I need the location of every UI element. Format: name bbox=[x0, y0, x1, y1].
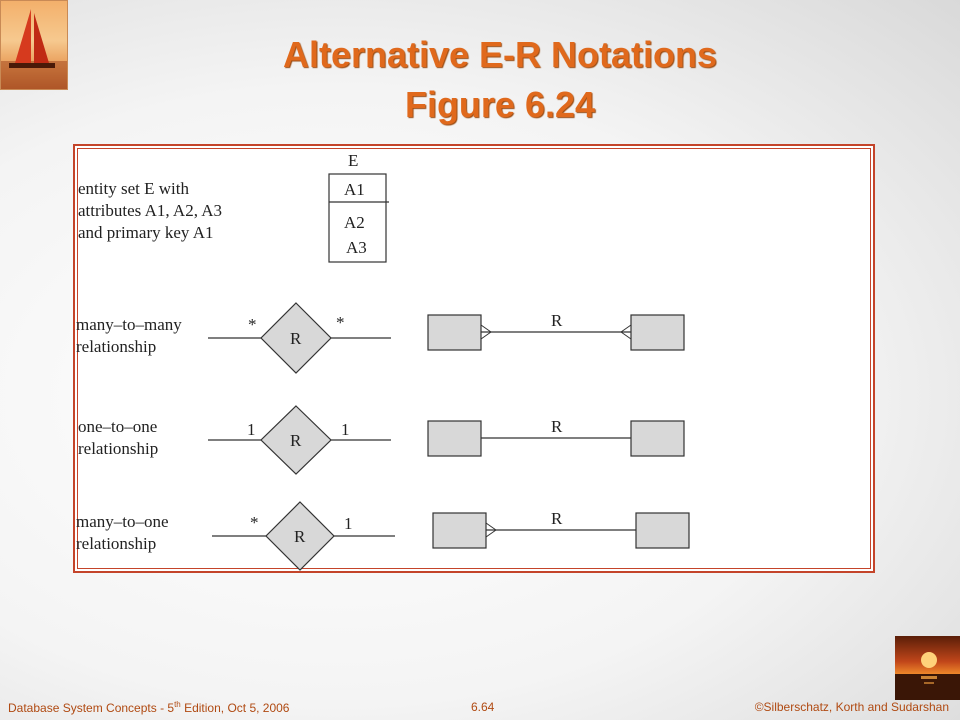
footer-book-sup: th bbox=[174, 700, 181, 709]
mo-diamond-label: R bbox=[294, 527, 306, 546]
mm-crowfoot-label: R bbox=[551, 311, 563, 330]
attribute-a2: A2 bbox=[344, 213, 365, 232]
sunset-logo-image bbox=[895, 636, 960, 700]
mm-right-cardinality: * bbox=[336, 313, 345, 332]
oo-right-cardinality: 1 bbox=[341, 420, 350, 439]
footer-page-number: 6.64 bbox=[471, 700, 495, 714]
many-to-one-label-1: many–to–one bbox=[76, 512, 169, 531]
mo-left-crowfoot bbox=[485, 522, 497, 538]
attribute-a3: A3 bbox=[346, 238, 367, 257]
entity-desc-line-1: entity set E with bbox=[78, 179, 189, 198]
attribute-a1: A1 bbox=[344, 180, 365, 199]
oo-left-cardinality: 1 bbox=[247, 420, 256, 439]
footer-book-edition: Edition, Oct 5, 2006 bbox=[180, 701, 290, 715]
oo-connector-label: R bbox=[551, 417, 563, 436]
one-to-one-label-2: relationship bbox=[78, 439, 158, 458]
footer-book-info: Database System Concepts - 5th Edition, … bbox=[8, 700, 289, 715]
mm-left-crowfoot bbox=[480, 324, 492, 340]
mm-right-crowfoot bbox=[620, 324, 632, 340]
oo-relationship-diamond bbox=[260, 405, 332, 475]
mm-right-entity-box bbox=[630, 314, 685, 351]
mm-left-entity-box bbox=[427, 314, 482, 351]
oo-right-entity-box bbox=[630, 420, 685, 457]
figure-frame bbox=[73, 144, 875, 573]
mo-right-cardinality: 1 bbox=[344, 514, 353, 533]
many-to-many-label-2: relationship bbox=[76, 337, 156, 356]
mo-connector-label: R bbox=[551, 509, 563, 528]
mo-left-entity-box bbox=[432, 512, 487, 549]
footer-book-title: Database System Concepts - 5 bbox=[8, 701, 175, 715]
er-notation-figure: entity set E with attributes A1, A2, A3 … bbox=[76, 151, 690, 571]
slide-title: Alternative E-R Notations Figure 6.24 bbox=[140, 30, 860, 130]
one-to-one-label-1: one–to–one bbox=[78, 417, 157, 436]
many-to-many-label-1: many–to–many bbox=[76, 315, 182, 334]
entity-box bbox=[328, 173, 387, 263]
title-line-1: Alternative E-R Notations bbox=[282, 34, 718, 75]
entity-name-label: E bbox=[348, 151, 358, 170]
oo-diamond-label: R bbox=[290, 431, 302, 450]
mm-diamond-label: R bbox=[290, 329, 302, 348]
entity-desc-line-3: and primary key A1 bbox=[78, 223, 214, 242]
title-line-2: Figure 6.24 bbox=[404, 84, 596, 125]
oo-left-entity-box bbox=[427, 420, 482, 457]
sailboat-logo-image bbox=[0, 0, 68, 90]
mo-right-entity-box bbox=[635, 512, 690, 549]
entity-desc-line-2: attributes A1, A2, A3 bbox=[78, 201, 222, 220]
mm-relationship-diamond bbox=[260, 302, 332, 374]
mm-left-cardinality: * bbox=[248, 315, 257, 334]
mo-left-cardinality: * bbox=[250, 513, 259, 532]
many-to-one-label-2: relationship bbox=[76, 534, 156, 553]
footer-copyright: ©Silberschatz, Korth and Sudarshan bbox=[754, 700, 949, 714]
mo-relationship-diamond bbox=[265, 501, 335, 571]
